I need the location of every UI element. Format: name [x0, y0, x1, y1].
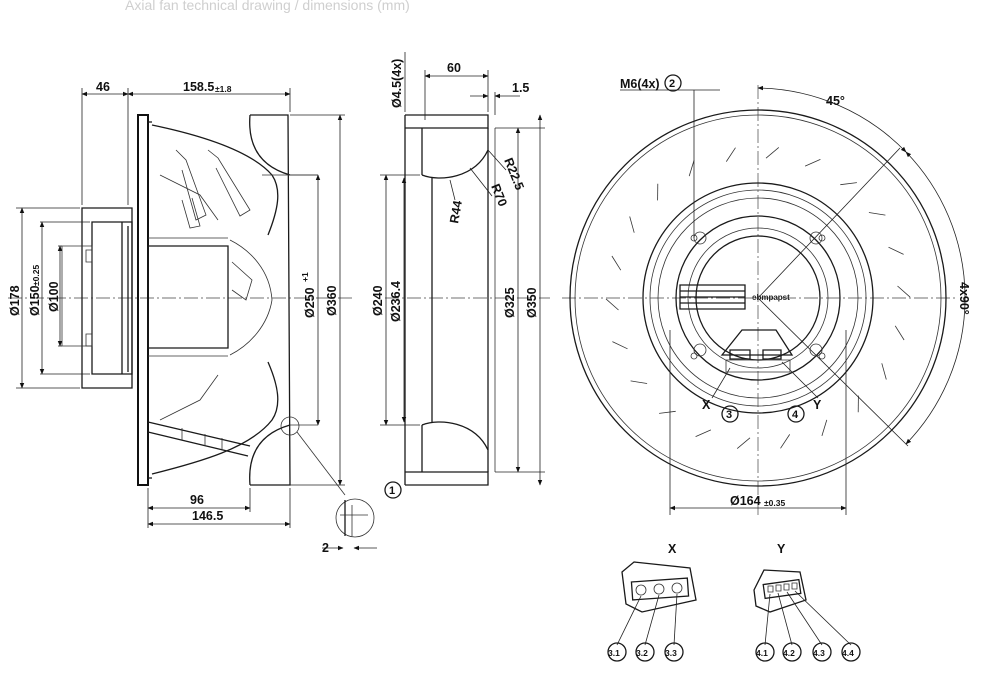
connector-y [763, 350, 781, 359]
connector-y-outline [754, 570, 806, 612]
callout-2-circle [665, 75, 681, 91]
dim-d178: Ø178 [8, 285, 22, 316]
dim-96: 96 [190, 493, 204, 507]
x-label: X [702, 398, 711, 412]
pin-4-2: 4.2 [783, 648, 795, 658]
y-label: Y [813, 398, 822, 412]
callout-2: 2 [669, 78, 675, 90]
side-view-dims: 46 158.5 ±1.8 Ø178 Ø150 ±0.25 Ø100 Ø250 … [8, 80, 401, 555]
mount-hole-4 [810, 344, 822, 356]
dim-d350: Ø350 [525, 287, 539, 318]
hub-cylinder [148, 246, 228, 348]
blade-mark [689, 160, 694, 176]
dim-r44: R44 [447, 199, 465, 224]
callout-3: 3 [726, 409, 732, 421]
pin-3-1: 3.1 [608, 648, 620, 658]
front-view-labels: M6(4x) 2 45° 4x90° Ø164 ±0.35 X 3 4 Y [620, 75, 971, 508]
blade-mark [766, 147, 779, 158]
connector-x [730, 350, 750, 359]
cable [148, 422, 250, 446]
inlet-ring-curve-bottom [422, 422, 488, 472]
dim-d236-4: Ø236.4 [389, 281, 403, 322]
blade-mark [781, 434, 790, 448]
watermark-text: Axial fan technical drawing / dimensions… [125, 0, 410, 13]
blade-mark [726, 148, 735, 162]
blade-mark [882, 363, 887, 379]
m6-label: M6(4x) [620, 77, 660, 91]
front-view: ebmpapst [562, 85, 965, 515]
angle-4x90: 4x90° [957, 282, 971, 315]
blade-mark [630, 217, 635, 233]
pin-4-3: 4.3 [813, 648, 825, 658]
back-plate [138, 115, 148, 485]
mount-hole-1 [694, 232, 706, 244]
pin-3-3: 3.3 [665, 648, 677, 658]
inlet-ring-circle [643, 183, 873, 413]
blade-lower-outline [152, 362, 278, 474]
dim-158-5-tol: ±1.8 [215, 84, 232, 94]
dim-d100: Ø100 [47, 281, 61, 312]
dim-d250-tol: +1 [300, 272, 310, 282]
callout-1-circle [385, 482, 401, 498]
pin-4-4: 4.4 [842, 648, 854, 658]
dim-d150-tol: ±0.25 [31, 265, 41, 286]
motor-shaft-housing [62, 246, 92, 346]
blade-mark [889, 247, 904, 254]
dim-d164-tol: ±0.35 [764, 498, 785, 508]
front-shroud [250, 115, 290, 485]
dim-46: 46 [96, 80, 110, 94]
connector-housing [722, 330, 792, 355]
blade-mark [898, 286, 911, 297]
dim-r22-5: R22.5 [501, 156, 526, 192]
connector-x-detail: X 3.1 3.2 3.3 [608, 542, 696, 661]
dim-d360: Ø360 [325, 285, 339, 316]
detail-zoom-1 [336, 499, 374, 537]
callout-1: 1 [389, 485, 395, 497]
dim-d240: Ø240 [371, 285, 385, 316]
connector-y-title: Y [777, 542, 786, 556]
motor-flange-circle [676, 216, 840, 380]
detail-circle-1 [281, 417, 299, 435]
blade-mark [822, 420, 827, 436]
blade-mark [696, 430, 711, 437]
dim-d325: Ø325 [503, 287, 517, 318]
connector-x-outline [622, 562, 696, 612]
pin-3-2: 3.2 [636, 648, 648, 658]
blade-mark [606, 299, 619, 310]
inlet-ring-dims: 60 1.5 Ø4.5(4x) R22.5 R70 R44 Ø240 Ø236.… [371, 52, 545, 486]
dim-d164: Ø164 [730, 494, 761, 508]
blade-mark [869, 213, 886, 216]
callout-4: 4 [792, 409, 799, 421]
blade-mark [805, 159, 820, 166]
blade-mark [612, 256, 621, 270]
mount-hole-3 [694, 344, 706, 356]
blade-mark [895, 326, 904, 340]
connector-y-detail: Y 4.1 4.2 4.3 4.4 [754, 542, 860, 661]
dim-d150: Ø150 [28, 285, 42, 316]
angle-45: 45° [826, 94, 845, 108]
mount-hole-2 [810, 232, 822, 244]
inlet-ring-curve-top [422, 128, 488, 178]
pin-4-1: 4.1 [756, 648, 768, 658]
connector-x-title: X [668, 542, 677, 556]
blade-mark [737, 438, 750, 449]
brand-logo: ebmpapst [752, 293, 790, 302]
dim-gap-2: 2 [322, 541, 329, 555]
dim-60: 60 [447, 61, 461, 75]
dim-158-5: 158.5 [183, 80, 214, 94]
blade-mark [612, 342, 627, 349]
dim-holes-4-5: Ø4.5(4x) [390, 59, 404, 108]
callout-4-circle [788, 406, 804, 422]
blade-upper-outline [152, 125, 278, 235]
side-view [8, 115, 374, 537]
dim-146-5: 146.5 [192, 509, 223, 523]
blade-mark [659, 411, 676, 413]
dim-1-5: 1.5 [512, 81, 529, 95]
callout-3-circle [722, 406, 738, 422]
blade-mark [631, 381, 648, 384]
blade-mark [840, 183, 857, 185]
dim-d250: Ø250 [303, 287, 317, 318]
